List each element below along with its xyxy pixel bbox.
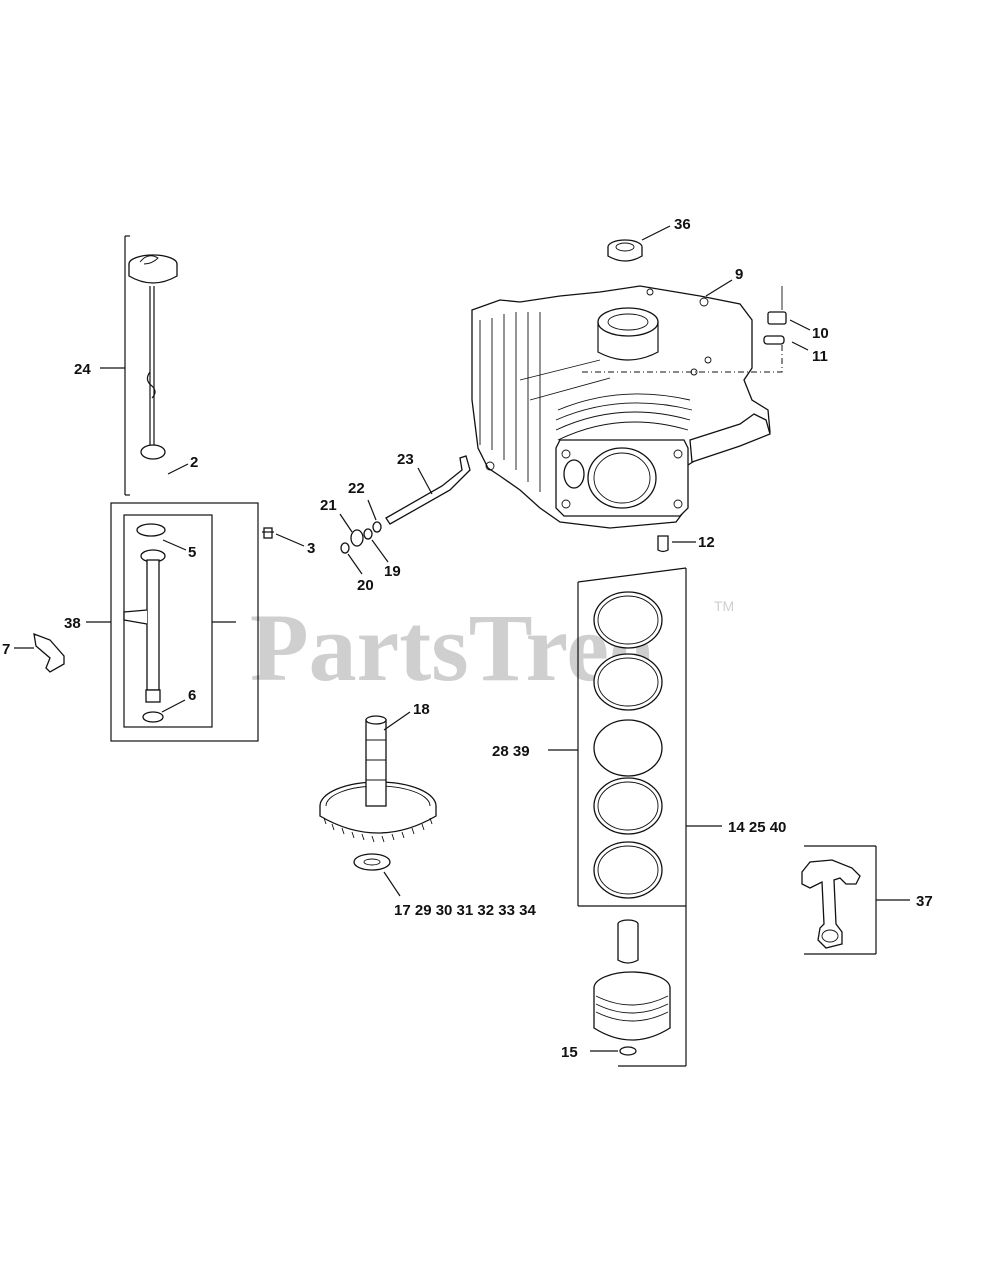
breather-part-10[interactable] [767,286,787,325]
screw-part[interactable] [262,527,274,539]
ring-19[interactable] [363,528,373,540]
dipstick-assembly[interactable] [100,235,178,496]
piston-pin[interactable] [617,919,639,964]
callout-19: 19 [384,563,401,580]
piston-clip[interactable] [619,1046,637,1056]
callout-5: 5 [188,544,196,561]
callout-36: 36 [674,216,691,233]
callout-38: 38 [64,615,81,632]
watermark-text: PartsTree [250,594,652,701]
cam-shim-washer[interactable] [353,853,391,871]
piston-ring-set[interactable] [548,567,722,1067]
callout-23: 23 [397,451,414,468]
bracket-part[interactable] [33,632,65,673]
callout-6: 6 [188,687,196,704]
dipstick-tube-assembly[interactable] [86,502,259,742]
callout-22: 22 [348,480,365,497]
ring-20[interactable] [340,542,350,554]
callout-24: 24 [74,361,91,378]
watermark-trademark: TM [714,598,734,614]
callout-20: 20 [357,577,374,594]
governor-shaft[interactable] [385,455,471,525]
washer-22[interactable] [372,521,382,533]
crankcase-block[interactable] [471,285,771,529]
callout-18: 18 [413,701,430,718]
callout-7: 7 [2,641,10,658]
callout-15: 15 [561,1044,578,1061]
callout-10: 10 [812,325,829,342]
callout-11: 11 [812,348,828,365]
callout-9: 9 [735,266,743,283]
callout-21: 21 [320,497,337,514]
callout-28-39: 28 39 [492,743,530,760]
callout-12: 12 [698,534,715,551]
plug-part-12[interactable] [657,535,669,553]
pin-part-11[interactable] [763,335,785,345]
callout-3: 3 [307,540,315,557]
piston[interactable] [593,971,671,1041]
callout-14-25-40: 14 25 40 [728,819,786,836]
callout-37: 37 [916,893,933,910]
callout-17-29-30-31-32-33-34: 17 29 30 31 32 33 34 [394,902,536,919]
callout-2: 2 [190,454,198,471]
camshaft-gear[interactable] [319,715,437,843]
oil-seal[interactable] [607,239,643,262]
connecting-rod-box[interactable] [801,845,910,955]
washer-21[interactable] [350,529,364,547]
